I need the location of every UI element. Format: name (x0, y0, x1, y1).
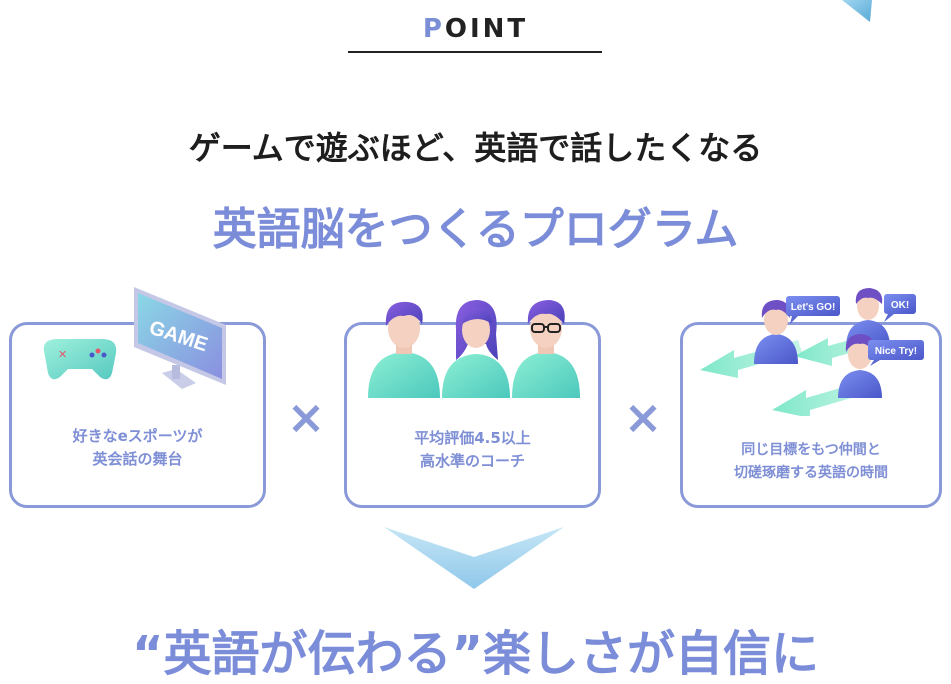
section-label-rest: OINT (444, 14, 529, 44)
section-label-first: P (422, 14, 445, 44)
card-coach-line1: 平均評価4.5以上 (414, 429, 531, 447)
monitor-neck (172, 365, 180, 379)
speech-bubble-ok: OK! (884, 294, 916, 322)
section-label: POINT (0, 14, 951, 44)
card-peers-line1: 同じ目標をもつ仲間と (741, 442, 881, 458)
peer-avatar (838, 334, 882, 398)
controller-button-icon (101, 352, 107, 358)
card-esports-line1: 好きなeスポーツが (72, 427, 203, 445)
bubble-text: OK! (891, 300, 909, 311)
card-peers-line2: 切磋琢磨する英語の時間 (734, 465, 888, 481)
peer-avatar (754, 300, 798, 364)
chevron-down-icon (384, 527, 564, 589)
card-coach-line2: 高水準のコーチ (419, 452, 525, 470)
subheadline: 英語脳をつくるプログラム (212, 204, 739, 255)
coach-glasses-avatar (512, 300, 580, 398)
coach-female-avatar (442, 300, 510, 398)
monitor-screen (138, 293, 222, 379)
headline: ゲームで遊ぶほど、英語で話したくなる (188, 129, 763, 167)
bottom-message: “英語が伝わる”楽しさが自信に (131, 626, 820, 682)
bubble-text: Let's GO! (791, 302, 836, 313)
speech-bubble-lets-go: Let's GO! (786, 296, 840, 324)
coaches-illustration (368, 300, 580, 398)
controller-button-icon (89, 352, 95, 358)
controller-button-icon (95, 348, 101, 354)
section-underline (348, 51, 602, 53)
multiply-sign-1: × (286, 390, 326, 444)
corner-triangle-decoration (842, 0, 872, 22)
peers-illustration: Let's GO! OK! Nice Try! (700, 288, 924, 416)
game-monitor-illustration: GAME ✕ (43, 287, 226, 389)
controller-dpad-icon: ✕ (58, 348, 67, 361)
game-controller (43, 339, 117, 380)
bubble-text: Nice Try! (875, 346, 917, 357)
card-esports-line2: 英会話の舞台 (92, 450, 183, 468)
speech-bubble-nice-try: Nice Try! (868, 340, 924, 366)
multiply-sign-2: × (623, 390, 663, 444)
coach-male-avatar (368, 301, 440, 398)
card-coach: 平均評価4.5以上 高水準のコーチ (344, 322, 601, 508)
